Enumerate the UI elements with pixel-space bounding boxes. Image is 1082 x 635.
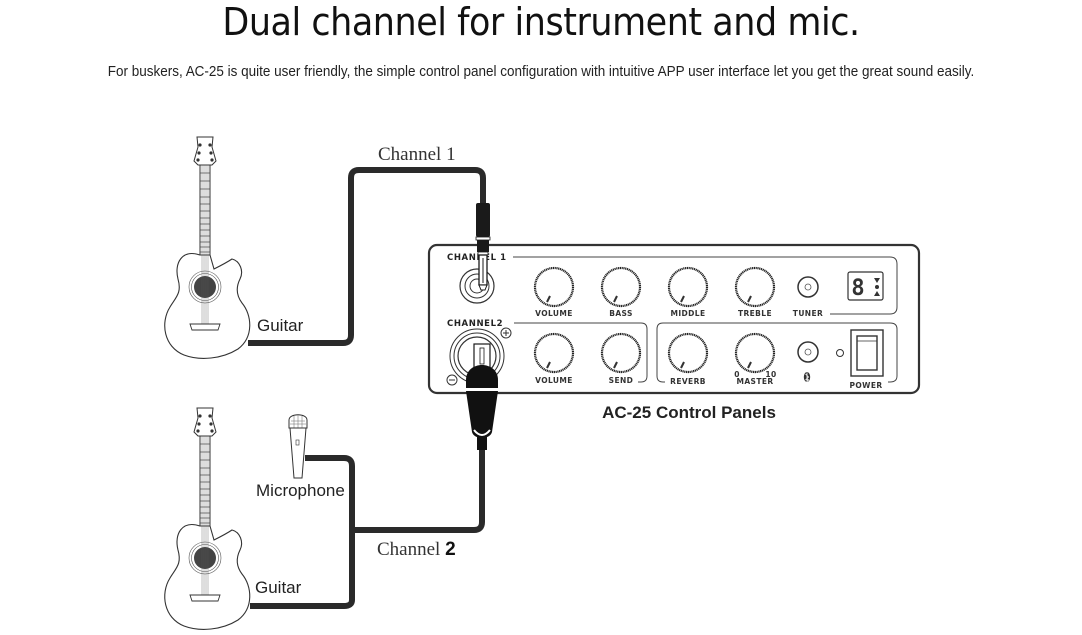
page-subtitle: For buskers, AC-25 is quite user friendl… <box>107 64 975 80</box>
guitar-top-label: Guitar <box>257 316 304 335</box>
tuner-display: 8 <box>847 271 884 301</box>
xlr-plug-icon <box>466 343 498 450</box>
knob-master[interactable] <box>734 332 776 374</box>
knob-ch2-volume[interactable] <box>533 332 575 374</box>
knob-ch1-volume-label: VOLUME <box>535 309 573 318</box>
microphone-label: Microphone <box>256 481 345 500</box>
channel2-label: Channel 2 <box>377 539 456 560</box>
knob-middle-label: MIDDLE <box>670 309 705 318</box>
channel1-cable <box>248 167 486 346</box>
power-switch[interactable] <box>850 329 884 377</box>
guitar-top-illustration <box>164 136 251 359</box>
knob-send-label: SEND <box>609 376 634 385</box>
knob-ch1-volume[interactable] <box>533 266 575 308</box>
channel1-label: Channel 1 <box>378 144 456 165</box>
knob-ch2-volume-label: VOLUME <box>535 376 573 385</box>
bluetooth-button[interactable] <box>797 341 819 363</box>
control-panel-caption: AC-25 Control Panels <box>602 403 776 422</box>
knob-bass[interactable] <box>600 266 642 308</box>
power-label: POWER <box>849 381 882 390</box>
guitar-bottom-illustration <box>164 407 251 630</box>
microphone-icon <box>288 414 308 479</box>
tuner-button[interactable] <box>797 276 819 298</box>
tuner-in-tune-dot-icon <box>875 285 879 289</box>
channel2-cable <box>352 450 485 533</box>
page-title: Dual channel for instrument and mic. <box>222 0 860 44</box>
knob-send[interactable] <box>600 332 642 374</box>
tuner-display-digit: 8 <box>851 276 864 301</box>
knob-reverb-label: REVERB <box>670 377 706 386</box>
guitar-bottom-label: Guitar <box>255 578 302 597</box>
master-scale-min: 0 <box>734 370 740 379</box>
knob-middle[interactable] <box>667 266 709 308</box>
tuner-flat-arrow-icon <box>874 278 880 283</box>
power-led-icon <box>836 349 844 357</box>
control-panel: CHANNEL 1 CHANNEL2 VOLUME <box>427 243 921 395</box>
channel1-input-jack[interactable] <box>459 268 495 304</box>
knob-treble[interactable] <box>734 266 776 308</box>
knob-master-label: MASTER <box>736 377 773 386</box>
tuner-label: TUNER <box>793 309 823 318</box>
channel2-heading: CHANNEL2 <box>447 319 503 329</box>
knob-treble-label: TREBLE <box>738 309 772 318</box>
bluetooth-icon <box>803 372 811 383</box>
channel1-heading: CHANNEL 1 <box>447 253 507 263</box>
knob-bass-label: BASS <box>609 309 633 318</box>
knob-reverb[interactable] <box>667 332 709 374</box>
master-scale-max: 10 <box>765 370 776 379</box>
quarter-inch-plug-icon <box>475 203 491 291</box>
tuner-sharp-arrow-icon <box>874 291 880 296</box>
